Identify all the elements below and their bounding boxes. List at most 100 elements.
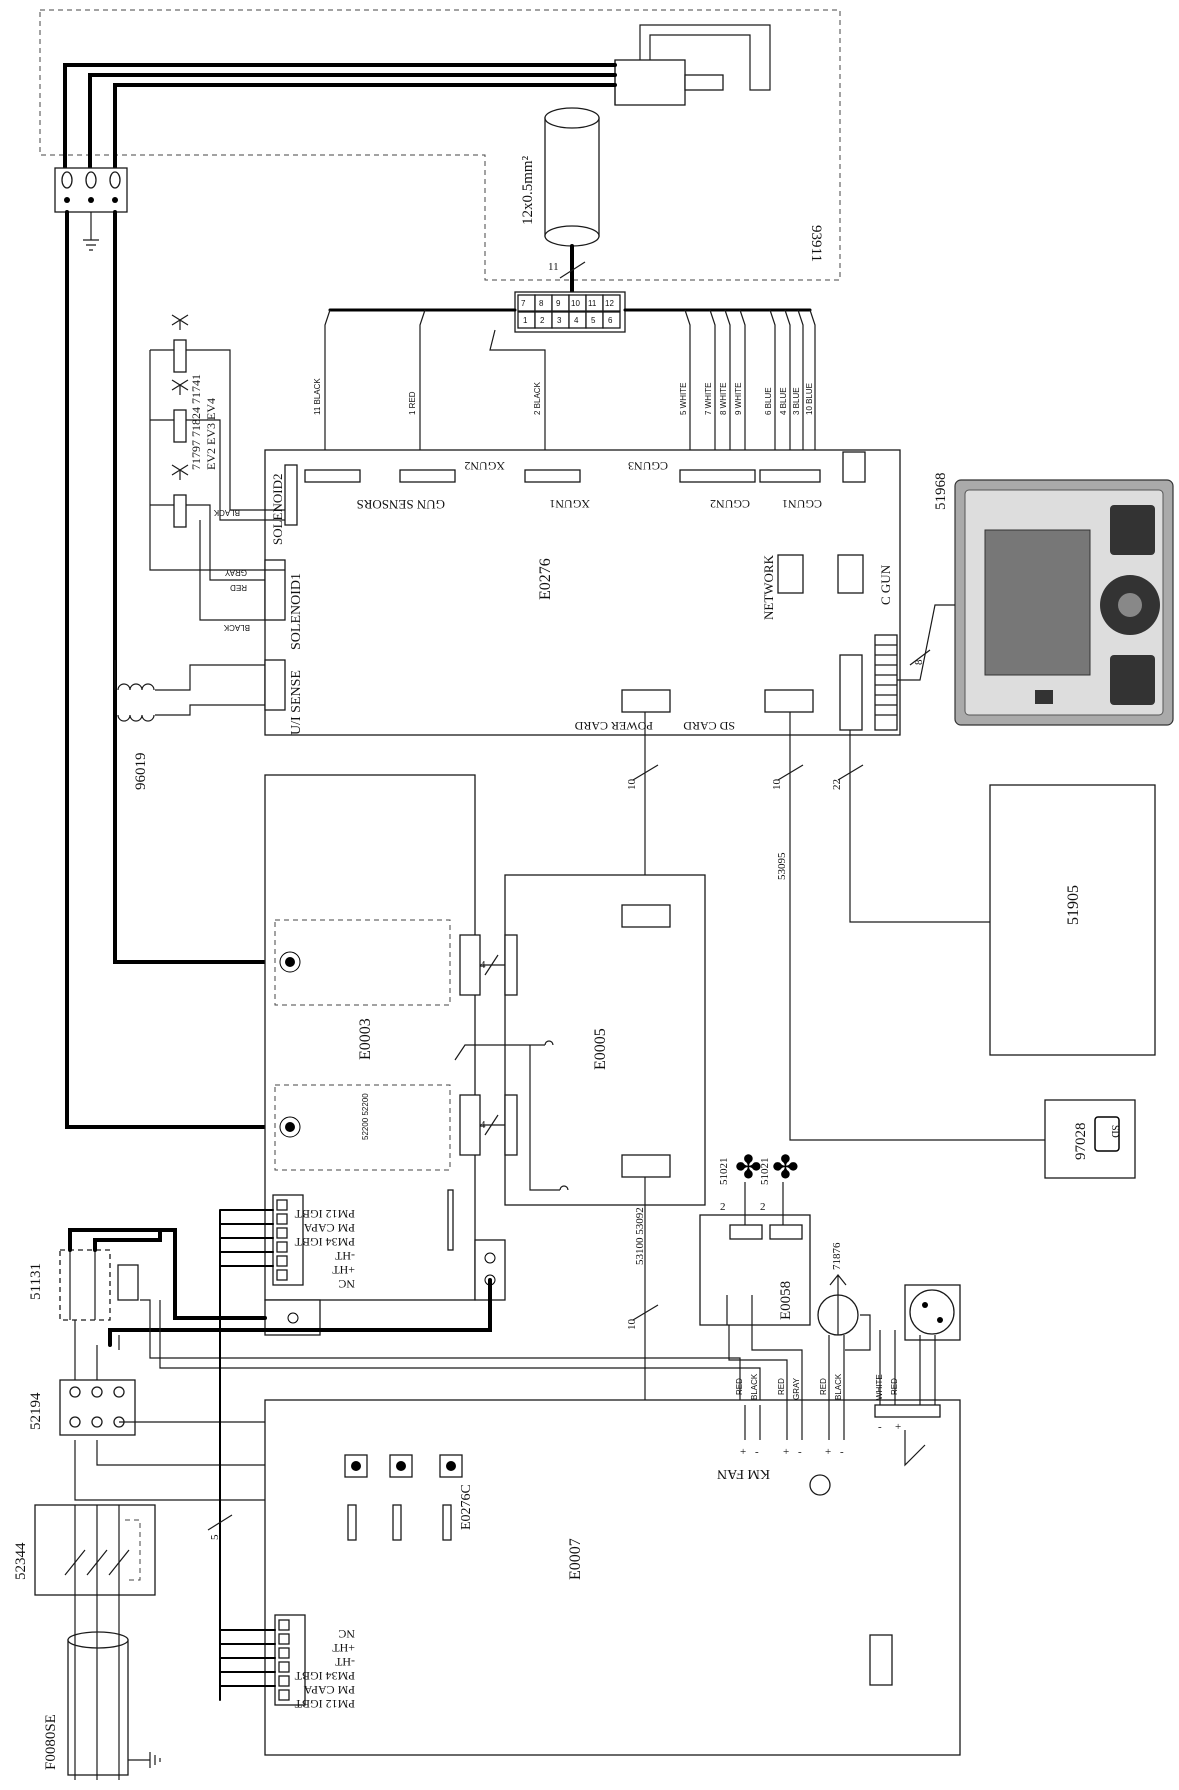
svg-text:4: 4 <box>480 959 486 971</box>
svg-text:E0007: E0007 <box>567 1538 584 1580</box>
connector-solenoid2: SOLENOID2 <box>270 474 285 546</box>
wire-4-blue: 4 BLUE <box>779 387 788 415</box>
svg-text:E0058: E0058 <box>778 1281 794 1320</box>
svg-text:51021: 51021 <box>718 1158 730 1186</box>
svg-text:4: 4 <box>480 1119 486 1131</box>
svg-text:PM12 IGBT: PM12 IGBT <box>294 1207 355 1221</box>
svg-text:+HT: +HT <box>332 1263 355 1277</box>
svg-text:8: 8 <box>913 659 925 665</box>
svg-text:-: - <box>878 1421 882 1433</box>
svg-text:BLACK: BLACK <box>750 1373 759 1400</box>
svg-text:22: 22 <box>831 779 843 790</box>
sd-97028: 97028 SD <box>1044 1099 1136 1179</box>
svg-text:BLACK: BLACK <box>834 1373 843 1400</box>
svg-text:+: + <box>740 1446 746 1458</box>
svg-text:51131: 51131 <box>28 1263 44 1300</box>
connector-cgun3: CGUN3 <box>628 459 668 473</box>
svg-text:PM CAPA: PM CAPA <box>303 1683 355 1697</box>
wire-1-red: 1 RED <box>408 391 417 415</box>
svg-text:PM12 IGBT: PM12 IGBT <box>294 1697 355 1711</box>
svg-text:10: 10 <box>626 779 638 791</box>
svg-text:+: + <box>825 1446 831 1458</box>
fan-icon: ✤ ✤ <box>735 1148 799 1186</box>
svg-text:+HT: +HT <box>332 1641 355 1655</box>
mains-plug <box>54 167 128 213</box>
svg-text:-HT: -HT <box>334 1655 355 1669</box>
board-e0058: E0058 <box>699 1214 811 1326</box>
valve-labels: EV2 EV3 EV4 <box>204 398 218 470</box>
svg-text:-: - <box>798 1446 802 1458</box>
connector-xgun2: XGUN2 <box>464 459 505 473</box>
svg-text:NC: NC <box>338 1277 355 1291</box>
board-e0003: E0003 52200 52200 PM12 IGBT PM CAPA PM34… <box>264 774 506 1336</box>
svg-text:4: 4 <box>574 316 579 325</box>
wire-5-white: 5 WHITE <box>679 383 688 415</box>
box-51905: 51905 <box>989 784 1156 1056</box>
wire-7-white: 7 WHITE <box>704 383 713 415</box>
svg-text:E0003: E0003 <box>357 1018 374 1060</box>
transformer-label: 96019 <box>133 753 149 791</box>
svg-text:✤: ✤ <box>735 1148 762 1186</box>
connector-cgun2: CGUN2 <box>710 497 750 511</box>
svg-text:10: 10 <box>771 779 783 791</box>
svg-text:3: 3 <box>557 316 562 325</box>
svg-text:PM34 IGBT: PM34 IGBT <box>294 1235 355 1249</box>
svg-text:53100 53092: 53100 53092 <box>634 1207 646 1265</box>
panel-label: 51968 <box>933 473 949 511</box>
svg-text:2: 2 <box>540 316 545 325</box>
svg-text:12: 12 <box>605 299 614 308</box>
input-cable: F0080SE <box>43 1595 161 1780</box>
wire-10-blue: 10 BLUE <box>805 383 814 415</box>
transformer-96019: 96019 <box>114 660 265 791</box>
cable-spec: 12x0.5mm² <box>520 155 536 225</box>
e0276c-label: E0276C <box>459 1484 474 1530</box>
board-e0005: E0005 4 4 <box>454 874 706 1206</box>
wire-3-blue: 3 BLUE <box>792 387 801 415</box>
board-e0276-label: E0276 <box>537 558 554 600</box>
label-km-fan: KM FAN <box>717 1466 770 1481</box>
svg-text:BLACK: BLACK <box>213 508 240 517</box>
svg-text:2: 2 <box>720 1201 726 1213</box>
sd-icon: SD <box>1109 1125 1120 1138</box>
svg-text:+: + <box>895 1421 901 1433</box>
svg-text:5: 5 <box>591 316 596 325</box>
svg-text:WHITE: WHITE <box>875 1374 884 1400</box>
svg-text:✤: ✤ <box>772 1148 799 1186</box>
wire-2-black: 2 BLACK <box>533 381 542 415</box>
control-panel-51968: 51968 <box>933 473 1174 726</box>
wire-6-blue: 6 BLUE <box>764 387 773 415</box>
label-power-card: POWER CARD <box>574 719 653 733</box>
svg-text:PM34 IGBT: PM34 IGBT <box>294 1669 355 1683</box>
svg-text:1: 1 <box>523 316 528 325</box>
connector-xgun1: XGUN1 <box>549 497 590 511</box>
gun-body <box>614 24 771 106</box>
svg-text:8: 8 <box>539 299 544 308</box>
svg-text:71876: 71876 <box>831 1242 843 1270</box>
svg-text:11: 11 <box>588 299 597 308</box>
svg-text:PM CAPA: PM CAPA <box>303 1221 355 1235</box>
svg-text:9: 9 <box>556 299 561 308</box>
svg-text:6: 6 <box>608 316 613 325</box>
svg-text:-HT: -HT <box>334 1249 355 1263</box>
svg-text:GRAY: GRAY <box>224 568 247 577</box>
connector-gun-sensors: GUN SENSORS <box>357 497 446 512</box>
svg-text:52200 52200: 52200 52200 <box>361 1093 370 1140</box>
connector-round <box>904 1284 961 1341</box>
svg-text:RED: RED <box>890 1378 899 1395</box>
board-e0276: E0276 GUN SENSORS XGUN2 XGUN1 CGUN3 CGUN… <box>264 449 901 736</box>
svg-text:+: + <box>783 1446 789 1458</box>
svg-text:5: 5 <box>209 1534 221 1540</box>
svg-text:E0005: E0005 <box>592 1028 609 1070</box>
gun-cable-cylinder: 12x0.5mm² <box>520 107 600 247</box>
label-sd-card: SD CARD <box>683 719 735 733</box>
svg-text:F0080SE: F0080SE <box>43 1714 59 1770</box>
gun-number: 93911 <box>808 225 824 262</box>
svg-text:-: - <box>755 1446 759 1458</box>
bridge-52194: 52194 <box>28 1379 136 1436</box>
wire-8-white: 8 WHITE <box>719 383 728 415</box>
label-network: NETWORK <box>761 554 776 620</box>
svg-text:GRAY: GRAY <box>792 1377 801 1400</box>
wire-11-black: 11 BLACK <box>313 378 322 415</box>
svg-text:52194: 52194 <box>28 1392 44 1430</box>
